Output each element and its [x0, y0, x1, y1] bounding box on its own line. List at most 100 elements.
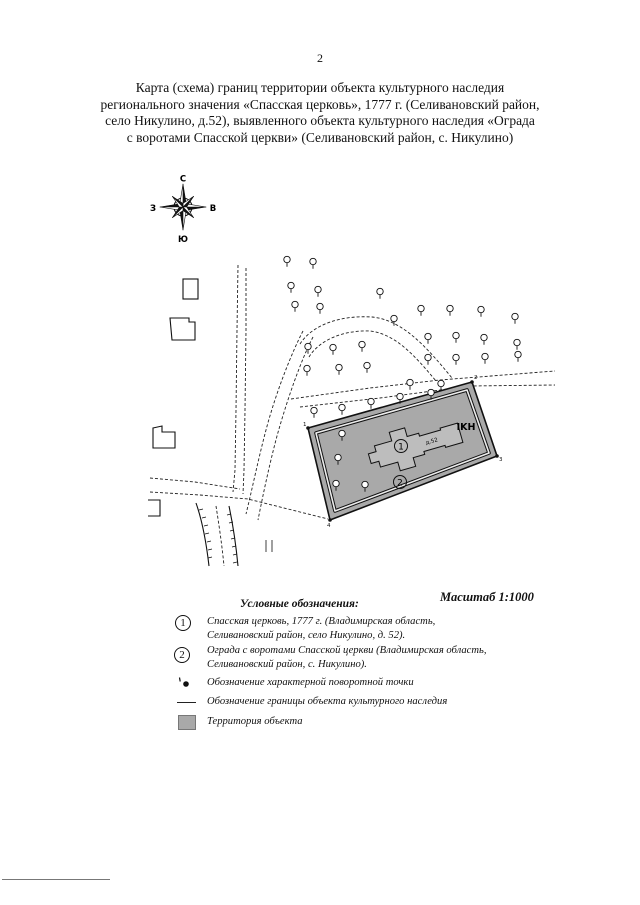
road-edge [149, 491, 329, 520]
document-title: Карта (схема) границ территории объекта … [0, 80, 640, 147]
church-footprint: д.52 [367, 422, 464, 472]
fence-outline [314, 388, 491, 513]
house-number-label: д.52 [425, 437, 439, 446]
legend-title: Условные обозначения: [240, 598, 359, 610]
tree-icon [511, 312, 519, 324]
compass-west-label: З [150, 204, 156, 214]
building [152, 425, 176, 449]
turning-point-label: 1 [303, 422, 307, 428]
legend-church-line-2: Селивановский район, село Никулино, д. 5… [207, 629, 406, 641]
tree-icon [334, 453, 342, 465]
road-edge [299, 384, 556, 408]
tree-icon [424, 353, 432, 365]
tree-icon [424, 332, 432, 344]
tree-icon [396, 392, 404, 404]
road-edge [215, 505, 225, 567]
road-edge [245, 330, 304, 515]
title-line-2: регионального значения «Спасская церковь… [100, 96, 540, 112]
legend-fence-line-2: Селивановский район, с. Никулино). [207, 658, 367, 670]
tree-icon [446, 304, 454, 316]
legend-territory-text: Территория объекта [207, 716, 303, 727]
compass-north-label: С [180, 175, 186, 185]
neighbouring-buildings [148, 278, 199, 517]
title-line-1: Карта (схема) границ территории объекта … [135, 80, 505, 95]
legend-church-text: Спасская церковь, 1777 г. (Владимирская … [207, 615, 435, 642]
trees [283, 255, 522, 492]
road-edge [242, 268, 247, 495]
tree-icon [309, 257, 317, 269]
tree-icon [332, 479, 340, 491]
church-marker: 1 [394, 439, 408, 453]
tree-icon [314, 285, 322, 297]
compass-rose-icon [159, 183, 207, 231]
tree-icon [477, 305, 485, 317]
tree-icon [338, 403, 346, 415]
site-boundary-map: С Ю З В д.52 IKH [148, 175, 556, 567]
building [182, 278, 199, 300]
legend-fence-marker: 2 [174, 647, 190, 663]
road-edge [232, 264, 239, 493]
page-number: 2 [317, 51, 323, 65]
tree-icon [427, 388, 435, 400]
tree-icon [283, 255, 291, 267]
church-marker-number: 1 [398, 443, 404, 453]
title-line-4: с воротами Спасской церкви» (Селивановск… [126, 130, 514, 146]
footnote-separator [2, 879, 110, 880]
tree-icon [437, 379, 445, 391]
legend-boundary-text: Обозначение границы объекта культурного … [207, 696, 448, 707]
road-edge [299, 316, 453, 379]
tree-icon [316, 302, 324, 314]
tree-icon [335, 363, 343, 375]
legend-church-marker: 1 [175, 615, 191, 631]
tree-icon [376, 287, 384, 299]
embankment [195, 502, 273, 567]
tree-icon [513, 338, 521, 350]
tree-icon [304, 342, 312, 354]
building [148, 499, 161, 517]
fence-marker: 2 [393, 475, 407, 489]
roads [149, 264, 556, 567]
turning-point-icon [306, 426, 310, 430]
legend-church-line-1: Спасская церковь, 1777 г. (Владимирская … [207, 616, 436, 627]
tree-icon [329, 343, 337, 355]
tree-icon [452, 353, 460, 365]
tree-icon [291, 300, 299, 312]
turning-points: 1 2 3 4 [303, 375, 503, 529]
tree-icon [310, 406, 318, 418]
turning-point-label: 2 [474, 375, 478, 381]
tree-icon [480, 333, 488, 345]
turning-point-icon [495, 454, 499, 458]
tree-icon [452, 331, 460, 343]
territory-swatch-icon [178, 715, 196, 730]
tree-icon [481, 352, 489, 364]
tree-icon [303, 364, 311, 376]
turning-point-icon [470, 380, 474, 384]
title-line-3: село Никулино, д.52), выявленного объект… [105, 113, 535, 129]
building [169, 317, 196, 341]
legend-turning-point-text: Обозначение характерной поворотной точки [207, 677, 414, 688]
tree-icon [338, 429, 346, 441]
tree-icon [358, 340, 366, 352]
legend-fence-line-1: Ограда с воротами Спасской церкви (Влади… [207, 645, 487, 656]
road-edge [149, 477, 241, 490]
road-edge [257, 336, 314, 521]
turning-point-label: 4 [327, 523, 331, 529]
turning-point-icon [178, 677, 189, 687]
object-code-label: IKH [457, 422, 476, 433]
tree-icon [363, 361, 371, 373]
fence-marker-number: 2 [397, 479, 403, 489]
tree-icon [406, 378, 414, 390]
legend-fence-text: Ограда с воротами Спасской церкви (Влади… [207, 644, 487, 671]
road-edge [290, 370, 556, 400]
compass-east-label: В [210, 204, 216, 214]
tree-icon [367, 397, 375, 409]
scale-label: Масштаб 1:1000 [440, 590, 534, 604]
turning-point-icon [328, 518, 332, 522]
road-edge [308, 330, 437, 382]
compass-south-label: Ю [178, 235, 188, 245]
tree-icon [390, 314, 398, 326]
turning-point-label: 3 [499, 457, 503, 463]
tree-icon [361, 480, 369, 492]
tree-icon [287, 281, 295, 293]
tree-icon [417, 304, 425, 316]
